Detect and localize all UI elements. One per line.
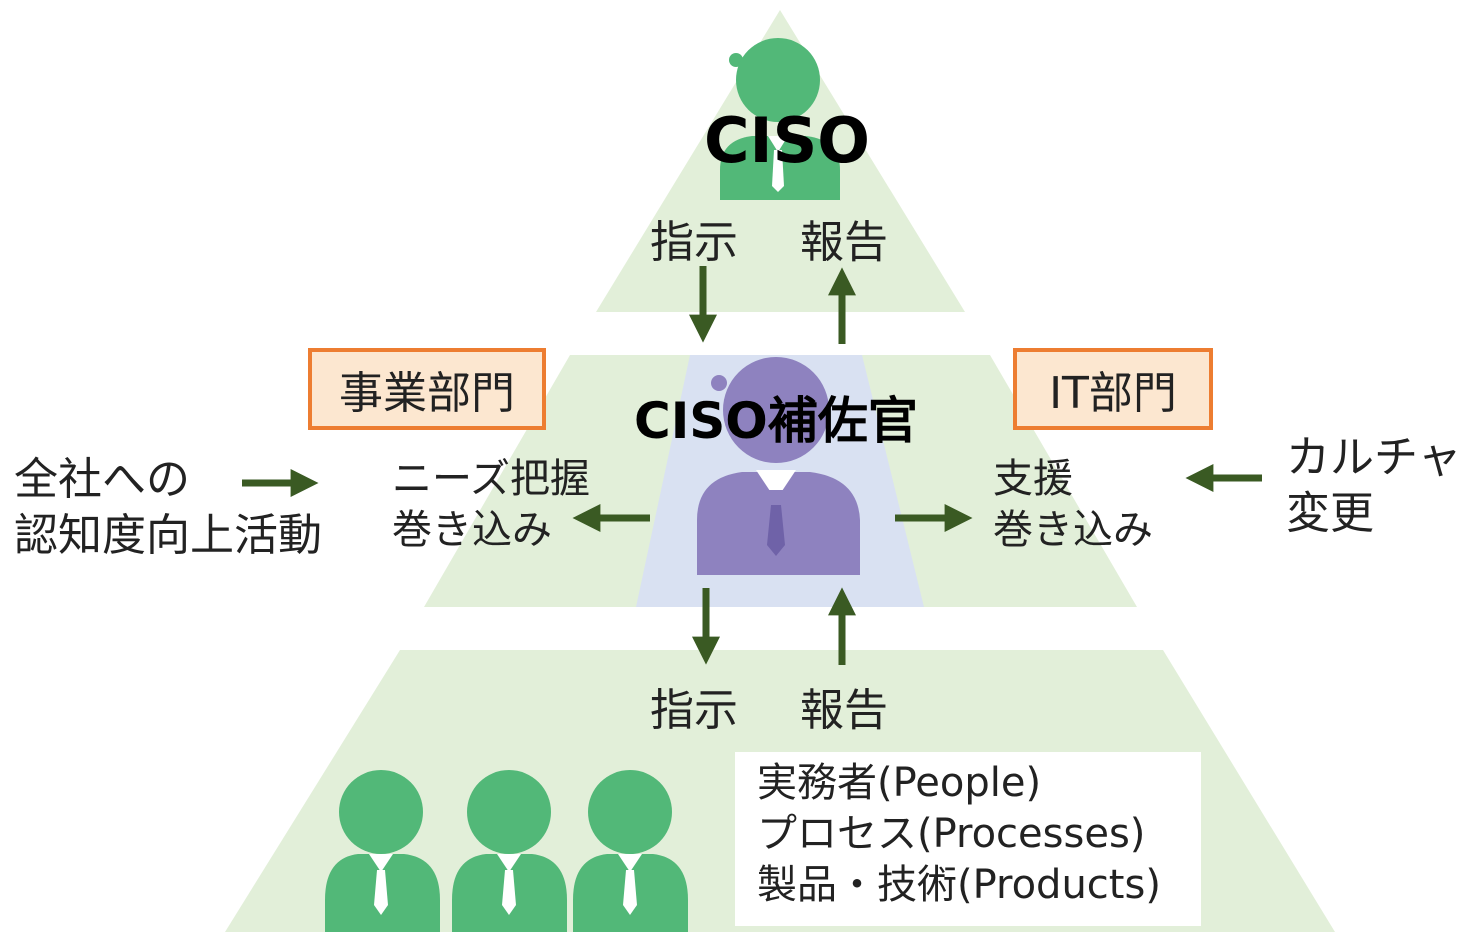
it-dept-box: IT部門 (1013, 348, 1213, 430)
processes-item: プロセス(Processes) (757, 811, 1146, 858)
business-dept-box: 事業部門 (308, 348, 546, 430)
ppt-box: 実務者(People) プロセス(Processes) 製品・技術(Produc… (735, 752, 1201, 926)
top-instruct-label: 指示 (650, 217, 738, 268)
ciso-title: CISO (704, 104, 870, 177)
ciso-aide-title: CISO補佐官 (634, 392, 918, 450)
bottom-report-label: 報告 (800, 685, 888, 736)
ciso-aide-person-icon (697, 357, 860, 575)
bottom-instruct-label: 指示 (650, 685, 738, 736)
people-item: 実務者(People) (757, 760, 1042, 806)
support-text: 支援 巻き込み (993, 456, 1153, 553)
staff-person-icon-2 (452, 770, 567, 932)
top-report-label: 報告 (800, 217, 888, 268)
staff-person-icon-1 (325, 770, 440, 932)
awareness-text: 全社への 認知度向上活動 (14, 454, 322, 561)
staff-person-icon-3 (573, 770, 688, 932)
needs-text: ニーズ把握 巻き込み (392, 456, 590, 553)
culture-text: カルチャ 変更 (1286, 432, 1462, 539)
products-item: 製品・技術(Products) (757, 862, 1161, 909)
ciso-person-icon (720, 38, 840, 200)
